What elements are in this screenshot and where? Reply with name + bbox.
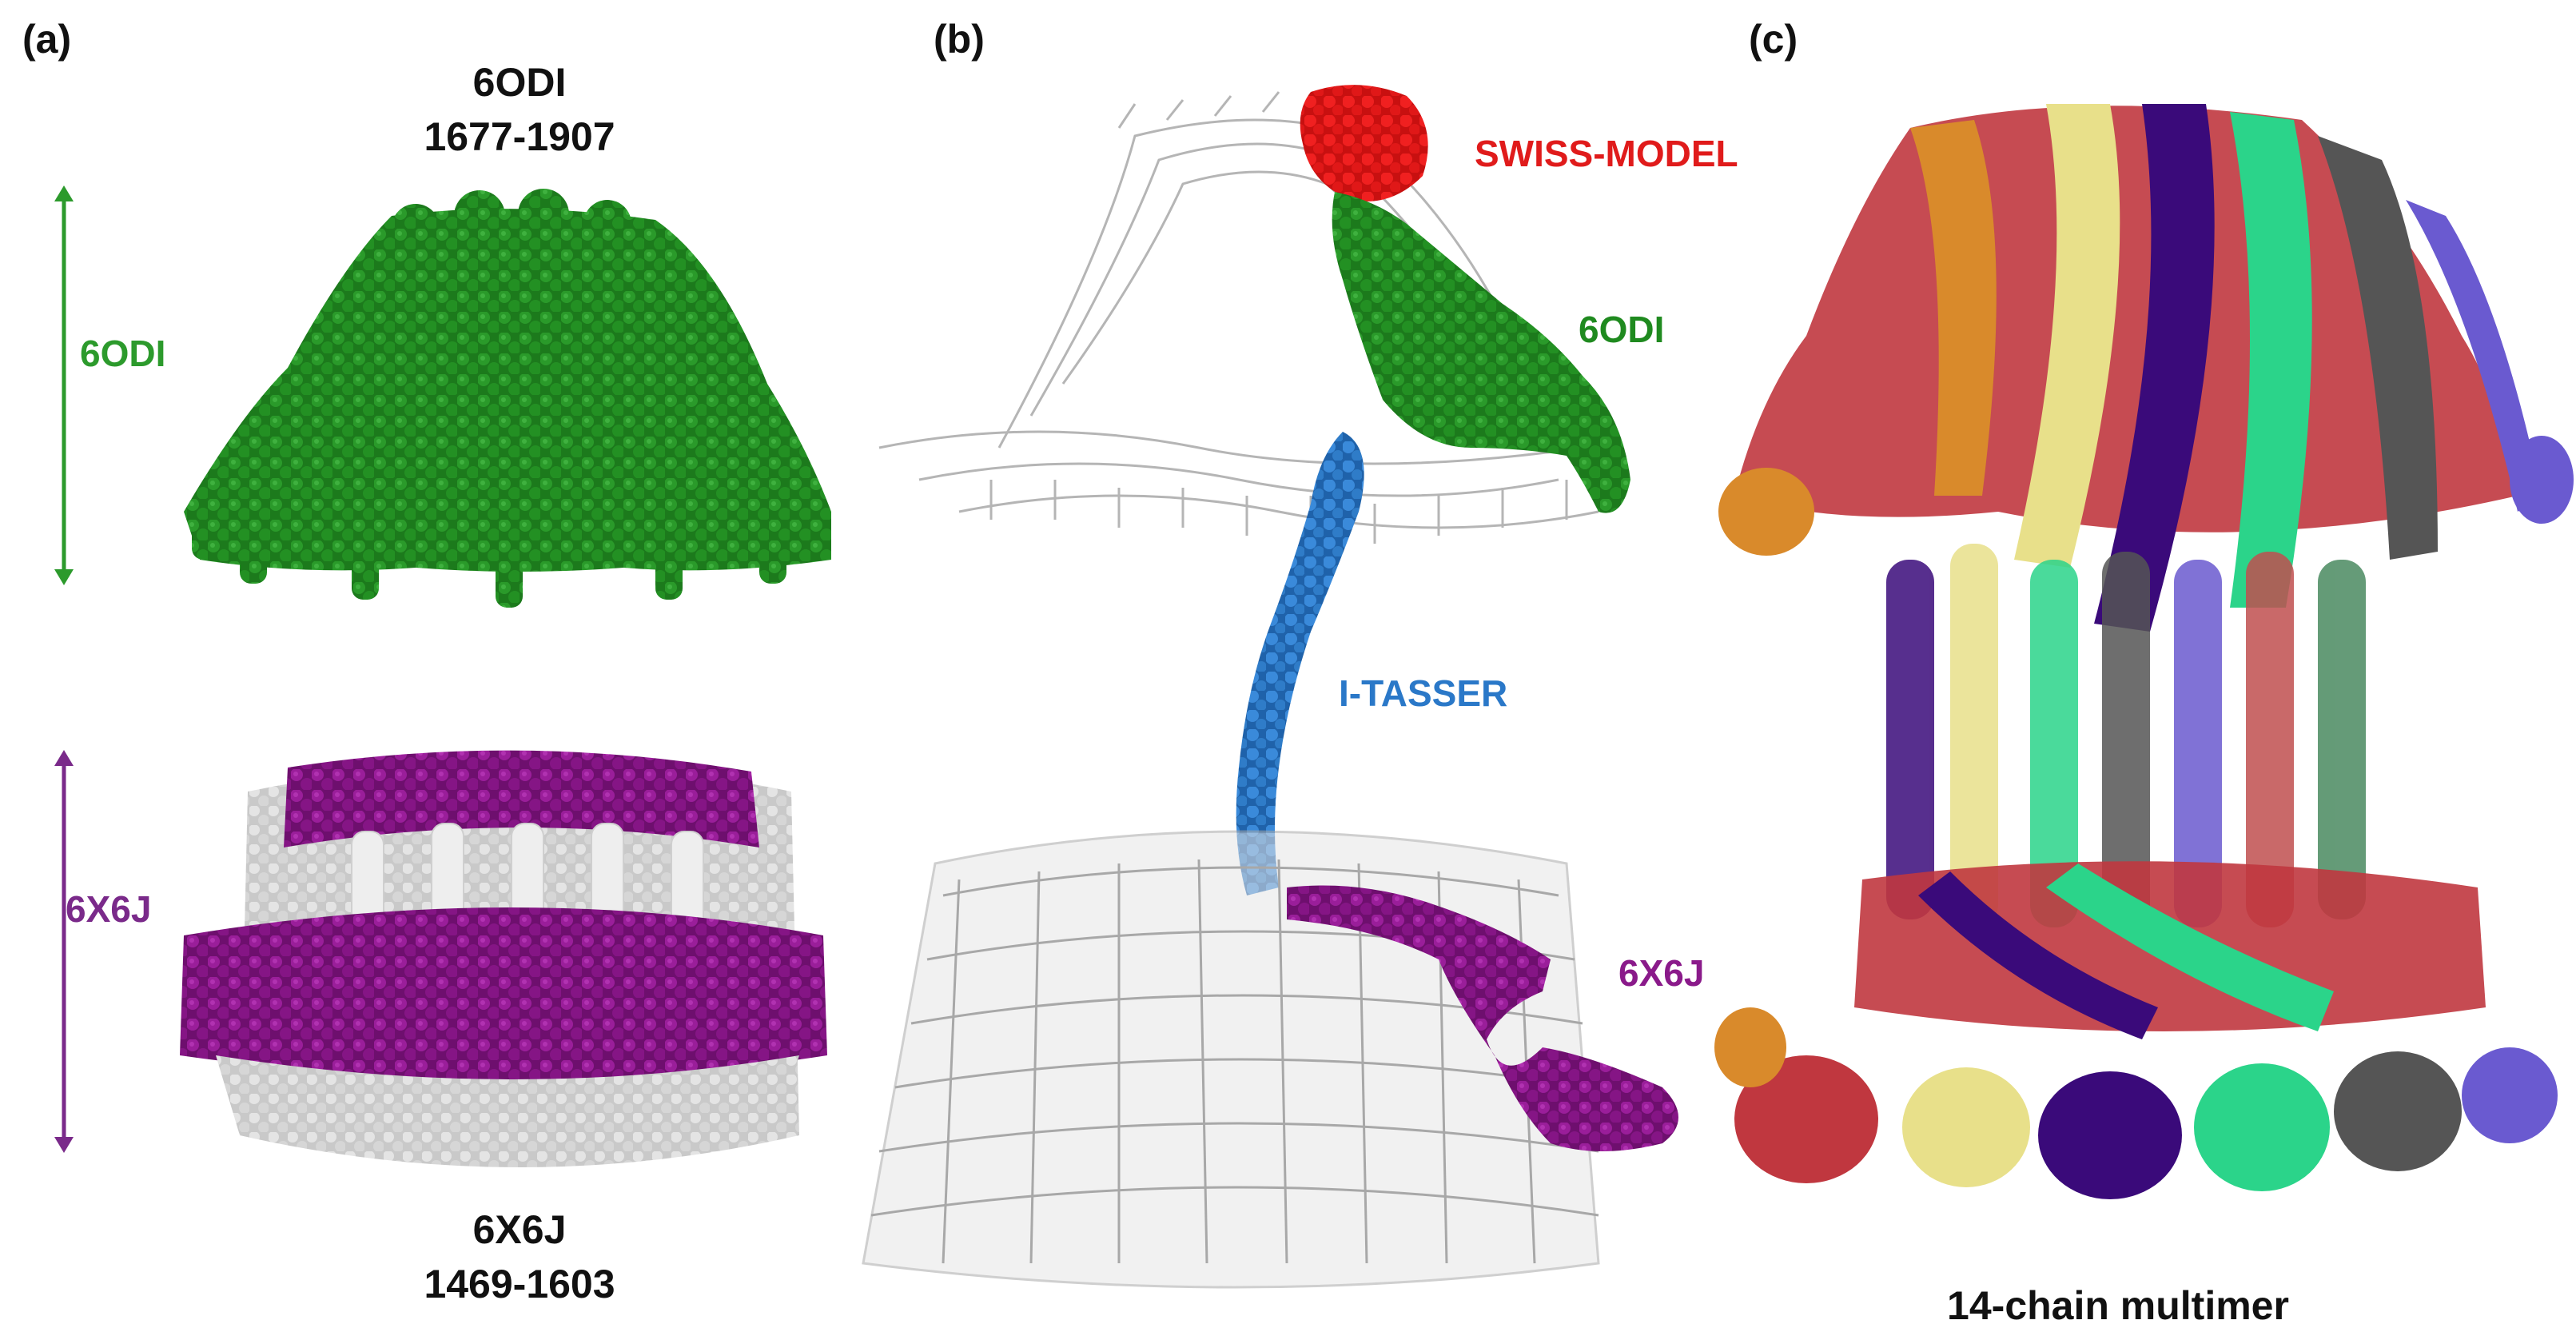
panel-b-label: (b) — [934, 17, 985, 62]
panel-c-label: (c) — [1749, 17, 1798, 62]
structure-b-top-cartoon — [878, 91, 1599, 544]
panel-a-label: (a) — [22, 17, 72, 62]
title-6x6j-range: 1469-1603 — [424, 1261, 615, 1306]
title-6odi: 6ODI — [472, 60, 567, 105]
structure-b-bottom-cartoon — [862, 830, 1600, 1289]
side-label-6x6j: 6X6J — [66, 888, 152, 930]
side-label-6odi: 6ODI — [80, 333, 166, 374]
title-6x6j: 6X6J — [472, 1207, 567, 1252]
panel-a-bottom-title: 6X6J 1469-1603 — [360, 1203, 679, 1311]
structure-6odi-dome — [184, 189, 831, 608]
arrow-6x6j-extent — [54, 750, 74, 1153]
structure-i-tasser — [1236, 432, 1364, 895]
label-i-tasser: I-TASSER — [1339, 672, 1508, 714]
label-swiss-model: SWISS-MODEL — [1475, 133, 1738, 174]
label-b-6x6j: 6X6J — [1618, 952, 1705, 994]
structure-b-6odi — [1332, 192, 1630, 513]
structure-b-6x6j — [1287, 885, 1678, 1151]
panel-c-caption: 14-chain multimer — [1947, 1283, 2289, 1328]
label-b-6odi: 6ODI — [1579, 309, 1665, 350]
title-6odi-range: 1677-1907 — [424, 114, 615, 159]
arrow-6odi-extent — [54, 185, 74, 585]
structure-14-chain-multimer — [1714, 104, 2574, 1199]
panel-a-top-title: 6ODI 1677-1907 — [376, 56, 663, 164]
structure-swiss-model — [1300, 85, 1428, 201]
structure-6x6j-ring — [180, 750, 827, 1167]
